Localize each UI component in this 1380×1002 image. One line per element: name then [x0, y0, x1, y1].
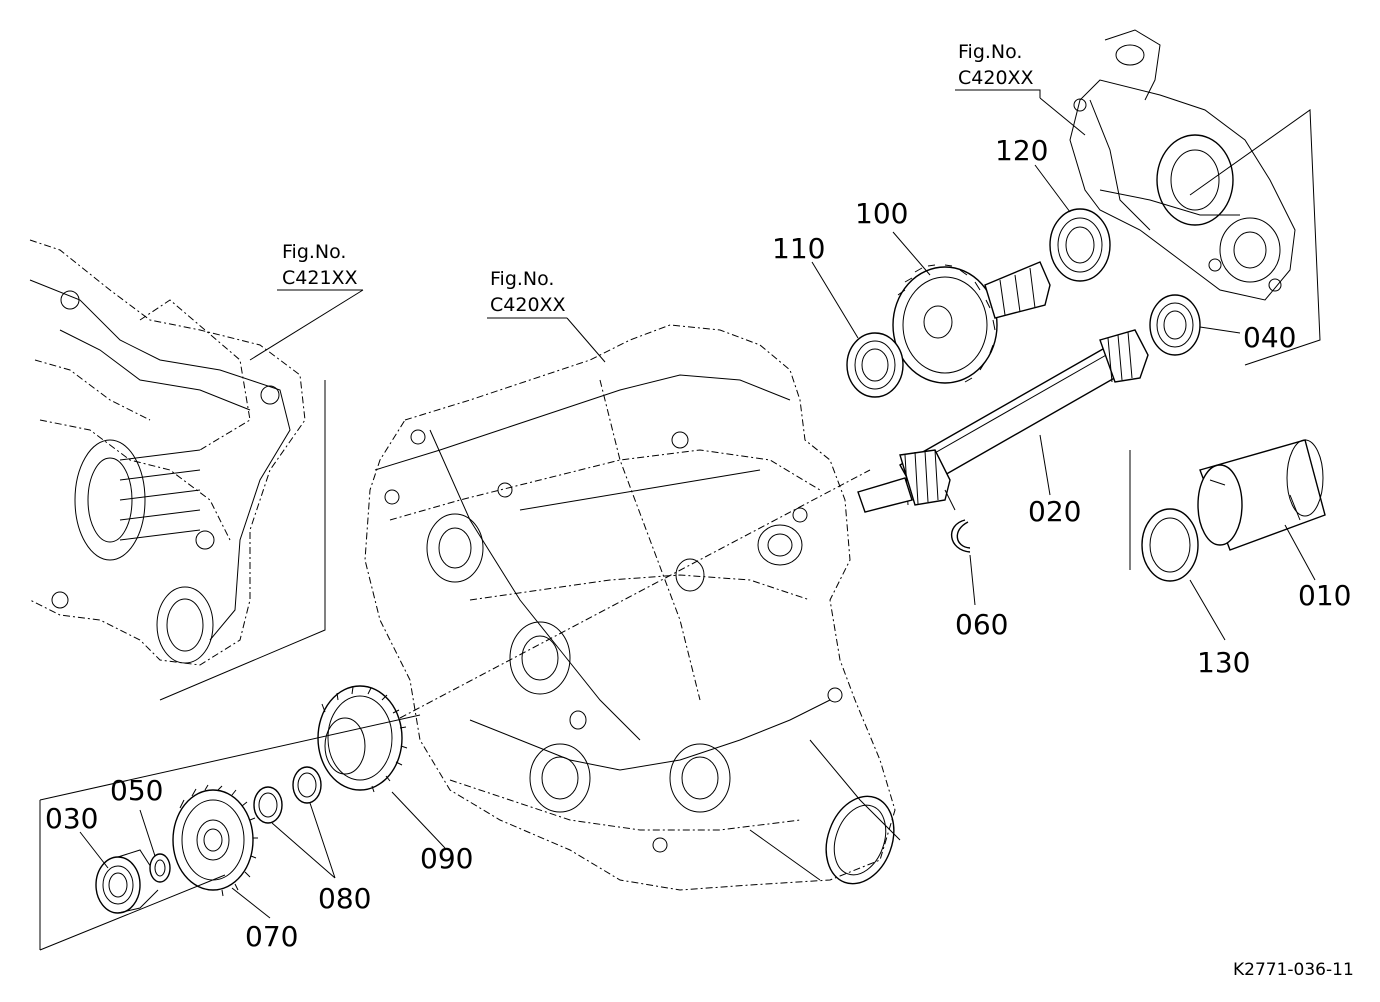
- fig-ref-upper-right: Fig.No. C420XX: [955, 41, 1041, 98]
- part-label-110: 110: [772, 232, 825, 265]
- part-label-040: 040: [1243, 321, 1296, 354]
- snap-ring-060: [950, 519, 971, 553]
- leader-lines: [79, 97, 1316, 919]
- part-label-130: 130: [1197, 646, 1250, 679]
- drawing-code: K2771-036-11: [1233, 960, 1354, 980]
- bearing-120: [1049, 208, 1111, 282]
- shaft-020: [857, 329, 1149, 513]
- part-label-030: 030: [45, 802, 98, 835]
- gear-070: [172, 784, 258, 897]
- left-transmission-case: [29, 239, 306, 666]
- fig-ref-code: C421XX: [282, 267, 358, 289]
- needle-bearings-080: [253, 766, 322, 824]
- fig-ref-code: C420XX: [490, 294, 566, 316]
- lower-left-bracket: [39, 714, 421, 951]
- fig-ref-left: Fig.No. C421XX: [277, 241, 363, 291]
- bearing-040: [1149, 294, 1201, 356]
- washer-050: [149, 853, 171, 883]
- gear-090: [317, 685, 408, 793]
- right-cover: [1069, 29, 1296, 301]
- part-label-090: 090: [420, 842, 473, 875]
- part-label-010: 010: [1298, 579, 1351, 612]
- gear-100: [892, 261, 1051, 384]
- part-label-080: 080: [318, 882, 371, 915]
- main-transmission-case: [364, 324, 901, 891]
- bearing-030: [95, 849, 159, 914]
- fig-ref-code: C420XX: [958, 67, 1034, 89]
- seal-130: [1141, 508, 1199, 582]
- part-label-070: 070: [245, 920, 298, 953]
- part-label-060: 060: [955, 608, 1008, 641]
- fig-ref-label: Fig.No.: [282, 241, 346, 263]
- fig-ref-label: Fig.No.: [490, 268, 554, 290]
- part-label-020: 020: [1028, 495, 1081, 528]
- fig-ref-center: Fig.No. C420XX: [487, 268, 567, 319]
- fig-ref-label: Fig.No.: [958, 41, 1022, 63]
- part-label-050: 050: [110, 774, 163, 807]
- left-case-bracket: [159, 380, 326, 701]
- right-cover-bracket: [1189, 109, 1321, 366]
- bearing-110: [846, 332, 904, 398]
- sleeve-010: [1197, 439, 1326, 551]
- part-label-100: 100: [855, 197, 908, 230]
- part-label-120: 120: [995, 134, 1048, 167]
